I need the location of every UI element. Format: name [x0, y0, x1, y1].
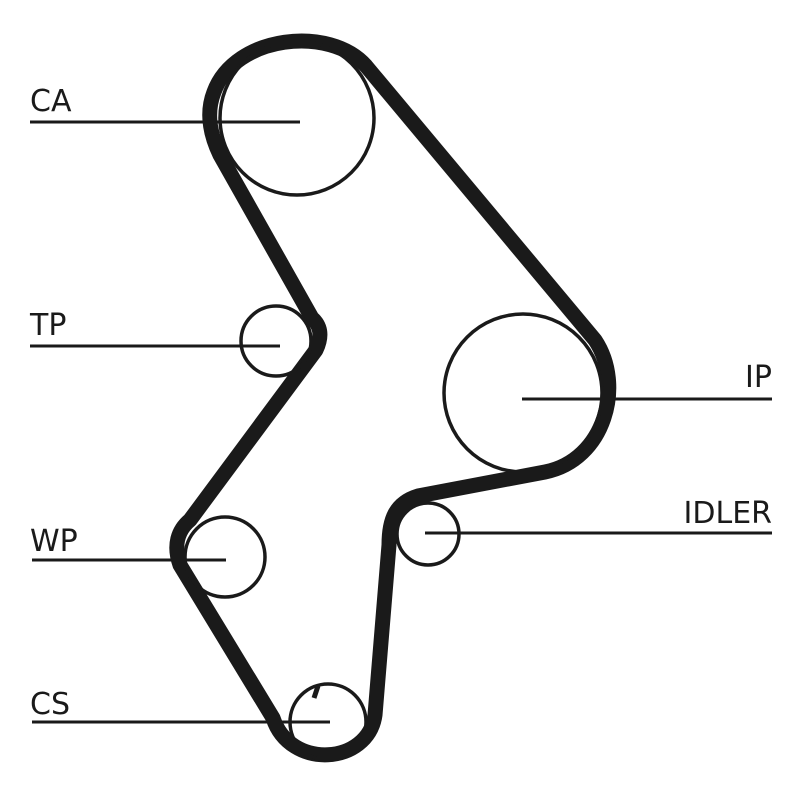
camshaft-pulley — [218, 39, 376, 197]
injection-pump-pulley — [442, 312, 604, 474]
tensioner-pulley — [239, 304, 313, 378]
label-wp: WP — [30, 524, 78, 559]
crankshaft-timing-mark — [311, 685, 321, 699]
water-pump-pulley — [183, 515, 267, 599]
label-cs: CS — [30, 687, 70, 722]
label-ca: CA — [30, 84, 72, 119]
label-tp: TP — [29, 308, 66, 343]
timing-belt — [169, 33, 617, 763]
label-idler: IDLER — [684, 496, 772, 531]
label-ip: IP — [745, 360, 772, 395]
